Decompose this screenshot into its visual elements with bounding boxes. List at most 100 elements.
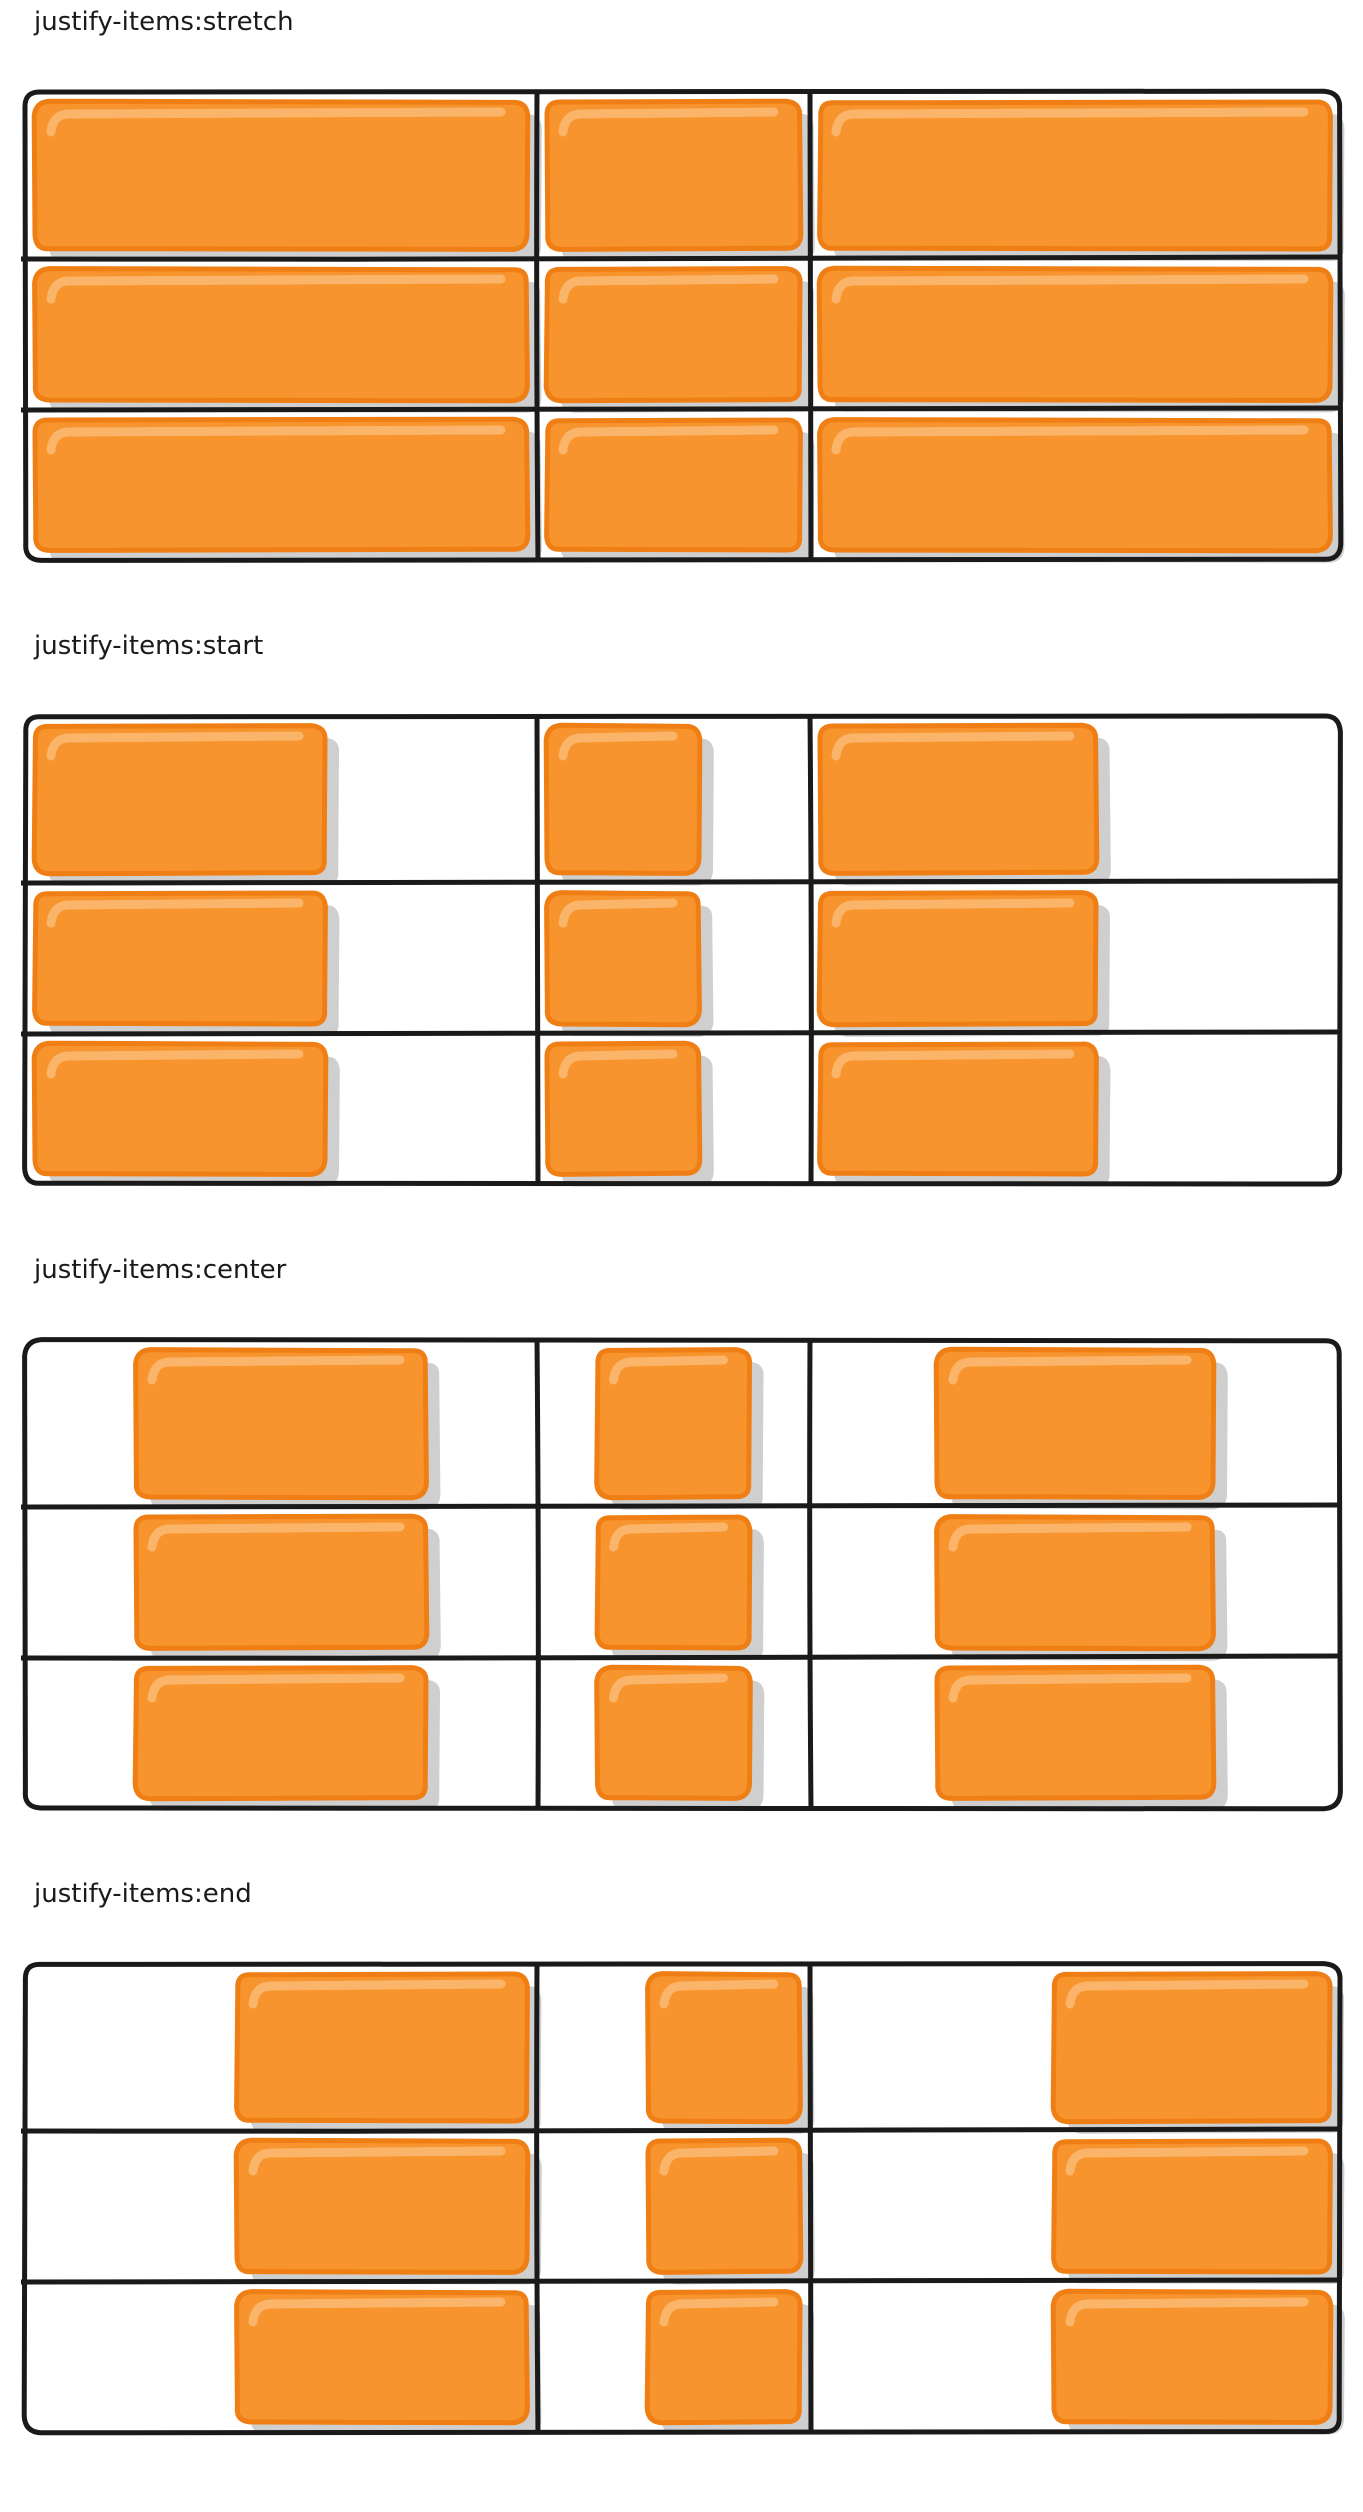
- grid-item-body: [544, 98, 804, 252]
- grid-item-highlight: [1065, 1979, 1309, 2009]
- grid-item-body: [1050, 1971, 1333, 2125]
- panel-justify-items-start: justify-items:start: [0, 624, 1363, 1248]
- grid-lines: [20, 1337, 1343, 1812]
- grid-row-line: [20, 878, 1343, 886]
- grid-item-highlight: [831, 107, 1309, 137]
- panel-justify-items-stretch: justify-items:stretch: [0, 0, 1363, 624]
- grid-column-line: [807, 713, 814, 1187]
- grid-item: [816, 890, 1111, 1037]
- grid-item: [234, 2289, 542, 2435]
- grid-lines: [20, 713, 1343, 1187]
- grid-row-line: [20, 405, 1343, 413]
- grid-item-body: [543, 722, 703, 876]
- grid-column-line: [807, 89, 814, 563]
- grid-outer-border: [22, 713, 1343, 1187]
- grid-item: [644, 2289, 815, 2435]
- grid-item-highlight: [46, 107, 506, 137]
- grid-item: [234, 1971, 542, 2134]
- grid-item-body: [233, 2137, 531, 2275]
- grid-item: [1051, 2138, 1345, 2285]
- grid-lines: [20, 1961, 1343, 2436]
- grid-item: [543, 266, 815, 413]
- grid-item-body: [817, 99, 1333, 252]
- grid-column-line: [807, 1337, 814, 1811]
- grid-item-highlight: [558, 107, 779, 137]
- panel-title: justify-items:start: [34, 631, 264, 661]
- grid-item: [816, 265, 1345, 413]
- grid-diagram: [20, 1337, 1343, 1812]
- grid-item-highlight: [558, 1049, 678, 1079]
- grid-item-highlight: [248, 2146, 506, 2176]
- grid-item-highlight: [659, 2297, 779, 2327]
- grid-item-highlight: [831, 898, 1075, 928]
- grid-item-body: [645, 2137, 804, 2275]
- grid-item: [31, 723, 340, 886]
- grid-row-line: [20, 1653, 1343, 1661]
- grid-item: [817, 1041, 1111, 1187]
- grid-item: [544, 98, 815, 262]
- grid-row-line: [20, 2277, 1343, 2285]
- grid-item-highlight: [558, 731, 678, 761]
- grid-item-body: [544, 417, 803, 553]
- grid-item: [133, 1513, 441, 1661]
- grid-item: [934, 1664, 1228, 1811]
- grid-column-line: [534, 1961, 541, 2435]
- grid-item: [32, 890, 340, 1037]
- grid-item-highlight: [609, 1673, 728, 1703]
- grid-item: [133, 1347, 441, 1510]
- grid-item: [645, 2137, 815, 2285]
- grid-item-body: [31, 1040, 329, 1177]
- grid-item-body: [816, 890, 1099, 1028]
- grid-column-line: [534, 1337, 541, 1811]
- grid-item-body: [817, 1041, 1099, 1177]
- grid-item: [817, 722, 1111, 886]
- grid-column-line: [534, 89, 541, 563]
- grid-row-line: [20, 1029, 1343, 1037]
- grid-item: [233, 2137, 542, 2285]
- grid-item-body: [934, 1664, 1217, 1801]
- grid-item-body: [544, 1040, 703, 1177]
- grid-item-body: [817, 417, 1333, 554]
- grid-item: [594, 1514, 764, 1661]
- grid-item-highlight: [609, 1355, 728, 1385]
- grid-item-highlight: [558, 274, 779, 304]
- grid-item-highlight: [147, 1673, 405, 1703]
- grid-item: [31, 1040, 340, 1187]
- grid-item-highlight: [831, 1049, 1075, 1079]
- grid-outer-border: [22, 88, 1344, 563]
- grid-item: [1050, 1971, 1345, 2134]
- grid-item-body: [816, 265, 1334, 403]
- grid-row-line: [20, 1502, 1343, 1510]
- grid-item-body: [234, 2289, 530, 2426]
- grid-outer-border: [21, 1961, 1343, 2436]
- grid-column-line: [807, 1961, 814, 2435]
- grid-item: [132, 1665, 441, 1811]
- grid-outer-border: [22, 1337, 1343, 1812]
- grid-diagram: [20, 713, 1343, 1187]
- grid-lines: [20, 88, 1344, 563]
- panel-justify-items-center: justify-items:center: [0, 1248, 1363, 1872]
- grid-item-body: [132, 1665, 429, 1802]
- grid-item: [933, 1346, 1228, 1510]
- grid-item: [544, 890, 714, 1037]
- grid-item-body: [934, 1514, 1216, 1652]
- grid-item: [31, 98, 542, 262]
- grid-item-body: [544, 890, 702, 1028]
- grid-item: [934, 1514, 1228, 1661]
- grid-item-highlight: [831, 425, 1309, 455]
- grid-item: [544, 1040, 714, 1187]
- grid-item-highlight: [831, 731, 1075, 761]
- grid-item-body: [543, 266, 803, 404]
- grid-item-highlight: [147, 1522, 405, 1552]
- grid-item-body: [31, 98, 531, 252]
- grid-item: [594, 1664, 765, 1811]
- grid-item-body: [817, 722, 1100, 876]
- grid-item: [1050, 2288, 1345, 2435]
- grid-item-highlight: [948, 1522, 1192, 1552]
- grid-item: [817, 99, 1345, 262]
- grid-row-line: [20, 254, 1343, 262]
- panel-title: justify-items:stretch: [34, 7, 294, 37]
- grid-column-line: [534, 713, 541, 1187]
- grid-item-body: [594, 1347, 753, 1501]
- grid-item-highlight: [46, 425, 506, 455]
